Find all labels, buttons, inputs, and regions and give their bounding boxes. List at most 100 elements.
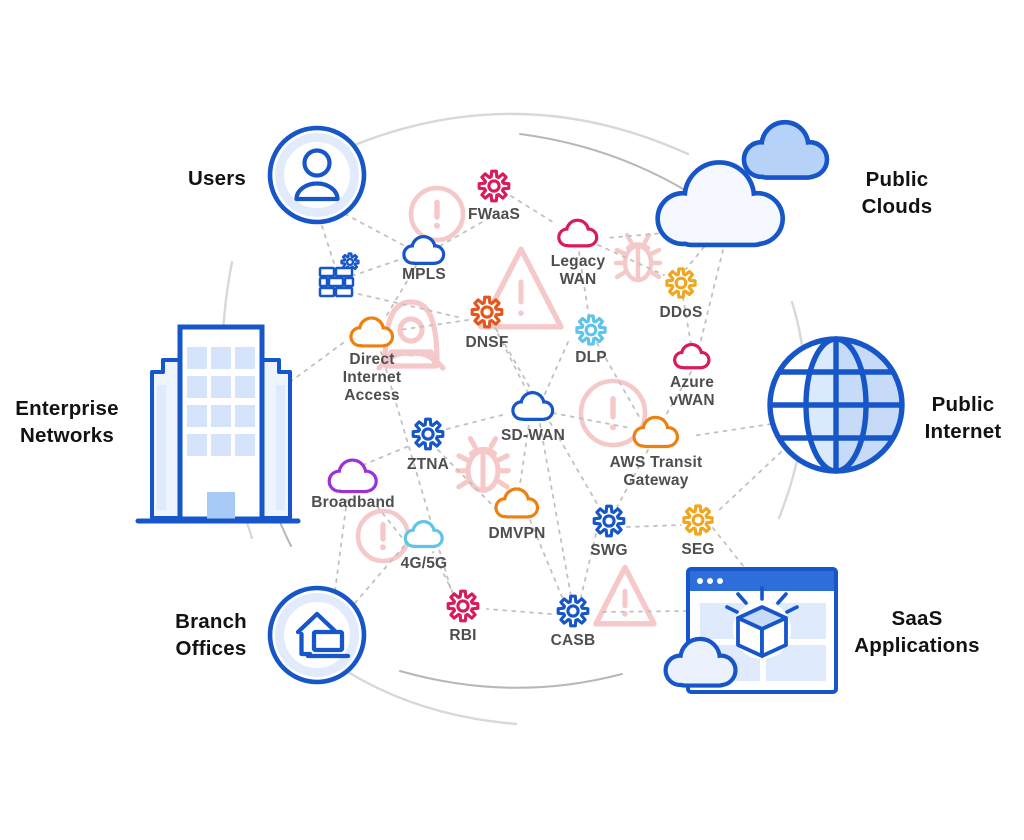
node-broadband [327,458,378,494]
node-rbi [446,589,480,623]
node-dmvpn [494,487,540,519]
node-label-ztna: ZTNA [407,456,449,473]
dashed-connection [552,412,631,429]
dashed-connection [349,291,463,319]
dashed-connection [685,246,705,270]
node-label-direct-internet-access: Access [344,387,400,404]
node-4g-5g [403,520,444,549]
arc-segment [399,670,623,689]
node-label-legacy-wan: Legacy [551,253,606,270]
dashed-connection [354,545,405,604]
threat-watermarks [355,185,663,627]
dashed-connection [539,423,572,597]
alert-triangle-icon [478,246,564,330]
dashed-connection [439,212,499,247]
entity-label-branch-offices: Branch [175,610,247,633]
entity-label-public-internet: Public [932,393,995,416]
dashed-connection [598,610,688,613]
entity-label-users: Users [188,167,246,190]
dashed-connection [699,249,724,345]
entity-label-enterprise-networks: Enterprise [15,397,118,420]
dashed-connection [362,445,410,466]
node-label-legacy-wan: WAN [560,271,597,288]
enterprise-building-icon [135,324,301,524]
dashed-connection [398,319,469,331]
dashed-connection [580,533,597,598]
window-dot [717,578,723,584]
node-azure-vwan [673,342,711,370]
entity-label-saas-applications: SaaS [892,607,943,630]
node-aws-transit-gateway [632,415,679,449]
entity-public-internet [767,336,905,474]
node-label-mpls: MPLS [402,266,446,283]
dashed-connection [344,213,404,246]
entity-saas-applications [663,567,838,694]
saas-window-icon [663,567,838,694]
dashed-connection [510,195,557,225]
public-internet-globe-icon [767,336,905,474]
node-label-direct-internet-access: Internet [343,369,401,386]
entity-label-public-clouds: Clouds [862,195,933,218]
dashed-connection [578,251,590,318]
entity-branch-offices [267,585,367,685]
node-ztna [411,417,445,451]
dashed-connection [543,341,569,397]
dashed-connection [597,244,665,276]
node-label-rbi: RBI [449,627,476,644]
dashed-connection [289,339,348,383]
node-label-sd-wan: SD-WAN [501,427,565,444]
dashed-connection [486,608,552,615]
entity-label-enterprise-networks: Networks [20,424,114,447]
node-label-dnsf: DNSF [466,334,509,351]
users-icon [267,125,367,225]
entity-label-branch-offices: Offices [176,637,247,660]
entity-label-public-internet: Internet [925,420,1002,443]
entity-label-public-clouds: Public [866,168,929,191]
node-label-swg: SWG [590,542,628,559]
node-label-4g-5g: 4G/5G [401,555,448,572]
dashed-connection [380,351,453,594]
node-label-direct-internet-access: Direct [349,351,394,368]
dashed-connection [616,449,649,508]
node-label-casb: CASB [551,632,596,649]
node-seg [682,504,714,536]
node-labels: FWaaSMPLSLegacyWANDDoSDNSFDLPAzurevWANDi… [311,206,714,649]
window-dot [707,578,713,584]
node-legacy-wan [557,218,599,248]
node-label-dmvpn: DMVPN [489,525,546,542]
entity-enterprise-networks [135,324,301,524]
dashed-connection [446,413,507,430]
node-firewall [318,252,360,298]
dashed-connection [712,527,745,568]
node-ddos [665,267,697,299]
dashed-connection [321,225,335,264]
arc-segment [346,670,518,726]
public-clouds-icon [655,119,830,248]
node-label-seg: SEG [681,541,714,558]
node-fwaas [477,169,511,203]
dashed-connection [715,451,782,514]
node-label-aws-transit-gateway: Gateway [623,472,688,489]
dashed-connection [368,495,408,545]
entity-label-saas-applications: Applications [854,634,979,657]
node-label-broadband: Broadband [311,494,395,511]
dashed-connection [383,265,417,321]
alert-circle-icon [578,378,648,448]
firewall-icon [318,252,360,298]
dashed-connection [596,342,642,421]
node-label-azure-vwan: Azure [670,374,714,391]
bug-icon [455,436,511,493]
node-label-dlp: DLP [575,349,607,366]
dashed-connection [691,423,772,437]
node-sd-wan [511,390,555,422]
branch-office-icon [267,585,367,685]
dashed-connection [518,423,530,492]
node-mpls [402,234,446,266]
alert-circle-icon [408,185,466,243]
arc-segment [350,112,690,156]
entity-users [267,125,367,225]
dashed-connection [351,257,405,277]
